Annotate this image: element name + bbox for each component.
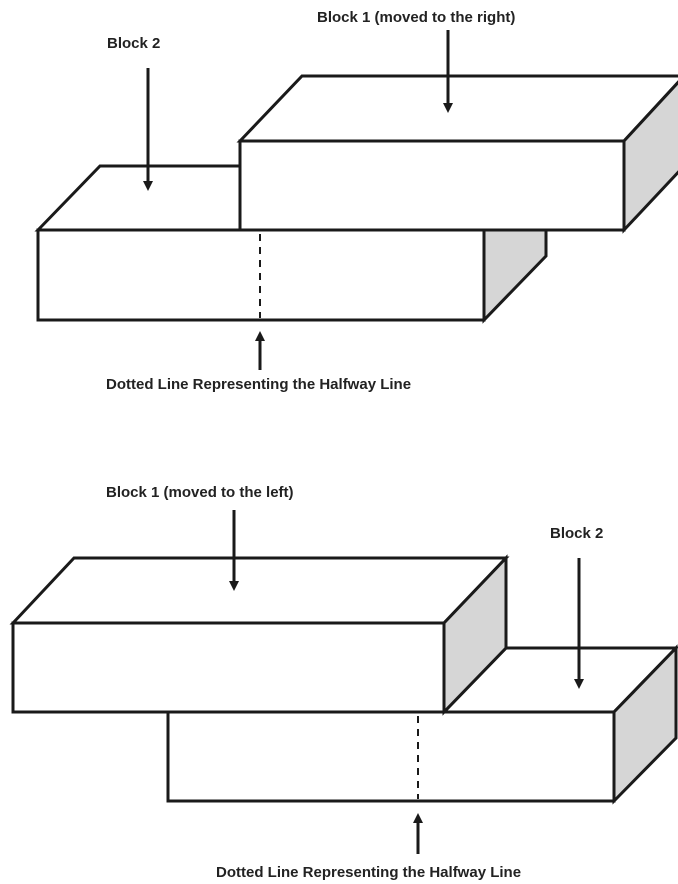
bottom-halfway-label: Dotted Line Representing the Halfway Lin…	[216, 864, 521, 881]
bottom-block-2-label: Block 2	[550, 525, 603, 542]
top-block-1-front-face	[238, 139, 626, 232]
top-block-2-label: Block 2	[107, 35, 160, 52]
top-block-2-side-face	[482, 228, 548, 324]
top-block-1-label: Block 1 (moved to the right)	[317, 9, 515, 26]
top-block-2-top-face	[34, 164, 242, 232]
bottom-block-1-label: Block 1 (moved to the left)	[106, 484, 294, 501]
bottom-block-1-front-face	[11, 621, 446, 714]
top-diagram: Block 2 Block 1 (moved to the right) Dot…	[34, 9, 678, 393]
bottom-block-2-front-face	[166, 710, 616, 803]
bottom-block-1-top-face	[9, 556, 510, 625]
top-halfway-label: Dotted Line Representing the Halfway Lin…	[106, 376, 411, 393]
bottom-block-2	[166, 644, 678, 805]
bottom-diagram: Block 1 (moved to the left) Block 2 Dott…	[9, 484, 678, 881]
top-block-1-top-face	[236, 74, 678, 143]
bottom-block-1	[9, 554, 510, 716]
top-block-1	[236, 74, 678, 234]
